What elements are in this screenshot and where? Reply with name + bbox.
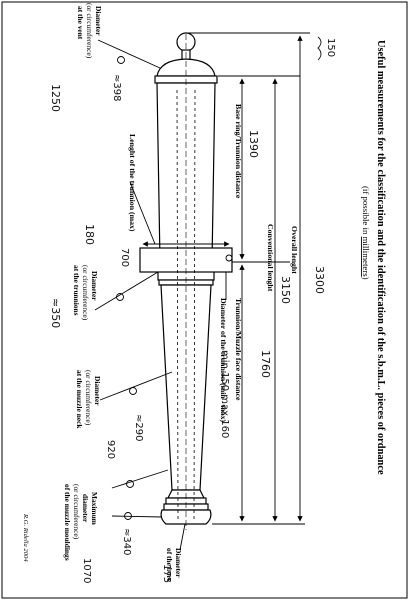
trunnions-label-line2: (or circumference) bbox=[81, 265, 90, 321]
diagram-title: Useful measurements for the classificati… bbox=[375, 40, 386, 475]
subtitle-prefix: (if possible in bbox=[361, 186, 371, 237]
neck-label-line2: (or circumference) bbox=[84, 370, 93, 426]
moulding-label-line3: (or circumference) bbox=[72, 484, 81, 540]
moulding-label-line1: Maximum bbox=[90, 492, 99, 526]
hw-trunnion-length-180: 180 bbox=[83, 224, 96, 245]
moulding-label-line2: diameter bbox=[81, 494, 90, 523]
credit-text: R.G. Ridella 2004 bbox=[22, 513, 29, 562]
vent-label-line2: (or circumference) bbox=[85, 3, 94, 59]
vent-label-line3: at the vent bbox=[76, 6, 85, 40]
conventional-length-label: Conventional lenght bbox=[266, 224, 275, 292]
neck-label-line3: at the muzzle neck bbox=[75, 370, 84, 429]
hw-base-ring-1390: 1390 bbox=[247, 130, 260, 158]
overall-length-label: Overall lenght bbox=[290, 226, 299, 274]
dimension-lines bbox=[94, 32, 310, 551]
base-ring-trunnion-label: Base ring/Trunnion distance bbox=[234, 104, 243, 199]
hw-trunnion-min-max: min 150 max 160 bbox=[219, 350, 230, 438]
trunnion-diameter-label: Diameter of the trunnion (min - max) bbox=[219, 298, 228, 423]
hw-trunnion-700: 700 bbox=[119, 248, 130, 267]
hw-neck-290: ≈290 bbox=[133, 414, 144, 441]
moulding-label-line4: of the muzzle mouldings bbox=[63, 484, 72, 561]
hw-moulding-340: ≈340 bbox=[121, 528, 132, 555]
bore-lines bbox=[176, 89, 196, 523]
hw-vent-1250: 1250 bbox=[49, 84, 62, 112]
neck-label-line1: Diameter bbox=[93, 376, 102, 406]
hw-trunnion-muzzle-1760: 1760 bbox=[259, 350, 272, 378]
trunnion-muzzle-label: Trunnion/Muzzle face distance bbox=[234, 298, 243, 401]
subtitle-units: millimeters bbox=[361, 237, 371, 278]
trunnion-length-label: Lenght of the trunnion (max) bbox=[128, 134, 137, 232]
bore-label-line1: Diameter bbox=[174, 548, 183, 578]
trunnions-label-line3: at the trunnions bbox=[72, 265, 81, 316]
svg-text:(if possible in millimeters): (if possible in millimeters) bbox=[361, 186, 371, 280]
svg-text:Diameter (or circumferen: Diameter (or circumference) at the trunn… bbox=[72, 265, 99, 322]
svg-text:Maximum diameter (: Maximum diameter (or circumference) of t… bbox=[63, 484, 99, 561]
hw-conventional-3150: 3150 bbox=[279, 276, 292, 304]
bore-label-line2: of the bore bbox=[165, 548, 174, 583]
svg-text:Diameter (or circumferen: Diameter (or circumference) at the vent bbox=[76, 3, 103, 60]
breech-dome bbox=[156, 58, 216, 77]
vent-label-line1: Diameter bbox=[94, 6, 103, 36]
hw-neck-920: 920 bbox=[105, 440, 116, 459]
trunnions-label-line1: Diameter bbox=[90, 271, 99, 301]
svg-text:Diameter of the bore: Diameter of the bore bbox=[165, 548, 183, 583]
subtitle-suffix: ) bbox=[361, 277, 371, 280]
svg-text:Diameter (or circumferen: Diameter (or circumference) at the muzzl… bbox=[75, 370, 102, 429]
hw-overall-3300: 3300 bbox=[313, 266, 326, 294]
hw-vent-398: ≈398 bbox=[111, 74, 122, 101]
hw-moulding-1070: 1070 bbox=[81, 558, 92, 583]
hw-bore-175: 175 bbox=[161, 564, 172, 583]
hw-150: 150 bbox=[325, 38, 336, 57]
hw-trunnion-diameter-350: ≈350 bbox=[49, 298, 62, 328]
